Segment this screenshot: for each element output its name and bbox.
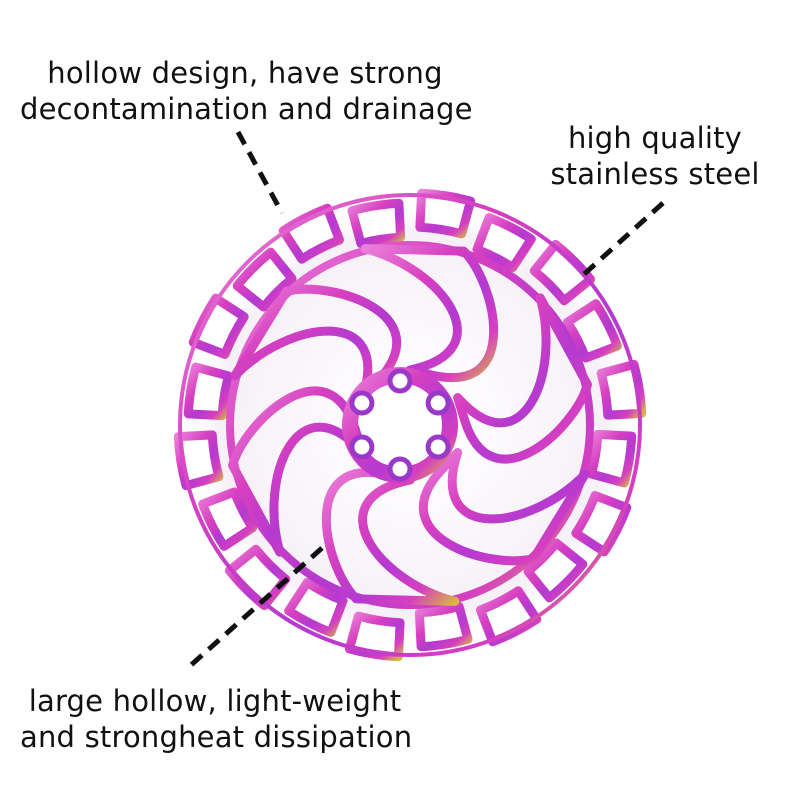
track-segment — [284, 577, 348, 637]
annotation-light-weight-line1: large hollow, light-weight — [28, 684, 402, 718]
annotation-light-weight: large hollow, light-weight and stronghea… — [20, 683, 413, 755]
bolt-hole — [349, 434, 375, 460]
rotor-spoke — [418, 448, 590, 566]
rotor-spoke — [453, 293, 592, 464]
annotation-stainless-steel-line1: high quality — [567, 121, 743, 155]
leader-line-right — [580, 201, 665, 278]
bolt-hole — [349, 390, 375, 416]
leader-line-top — [235, 130, 285, 215]
track-segment — [472, 213, 536, 273]
bolt-hole — [425, 434, 451, 460]
annotation-stainless-steel-line2: stainless steel — [550, 157, 760, 191]
outer-braking-track — [173, 188, 647, 662]
track-segment — [586, 429, 637, 488]
bolt-hole — [425, 390, 451, 416]
annotation-hollow-design-line2: decontamination and drainage — [20, 92, 473, 126]
track-inner-edge — [226, 241, 594, 609]
rotor-spoke — [360, 244, 499, 383]
rotor-spoke — [321, 467, 460, 606]
rotor-spoke — [228, 386, 367, 557]
annotation-hollow-design-line1: hollow design, have strong — [47, 56, 443, 90]
rotor-spoke — [230, 284, 402, 402]
track-segment — [183, 362, 234, 421]
annotation-light-weight-line2: and strongheat dissipation — [20, 720, 413, 754]
mounting-bolt-holes — [349, 368, 451, 482]
track-segment — [523, 538, 588, 603]
track-segment — [198, 487, 258, 551]
leader-lines — [188, 130, 665, 668]
bolt-hole — [387, 456, 413, 482]
track-segment — [562, 299, 622, 363]
bolt-hole — [387, 368, 413, 394]
track-segment — [347, 198, 406, 249]
rotor-spokes — [228, 244, 592, 606]
annotation-stainless-steel: high quality stainless steel — [545, 120, 765, 192]
track-segment — [414, 601, 473, 652]
track-outer-edge — [178, 193, 642, 657]
track-segment — [232, 247, 297, 312]
annotation-hollow-design: hollow design, have strong decontaminati… — [20, 55, 473, 127]
leader-line-bottom — [188, 546, 324, 668]
